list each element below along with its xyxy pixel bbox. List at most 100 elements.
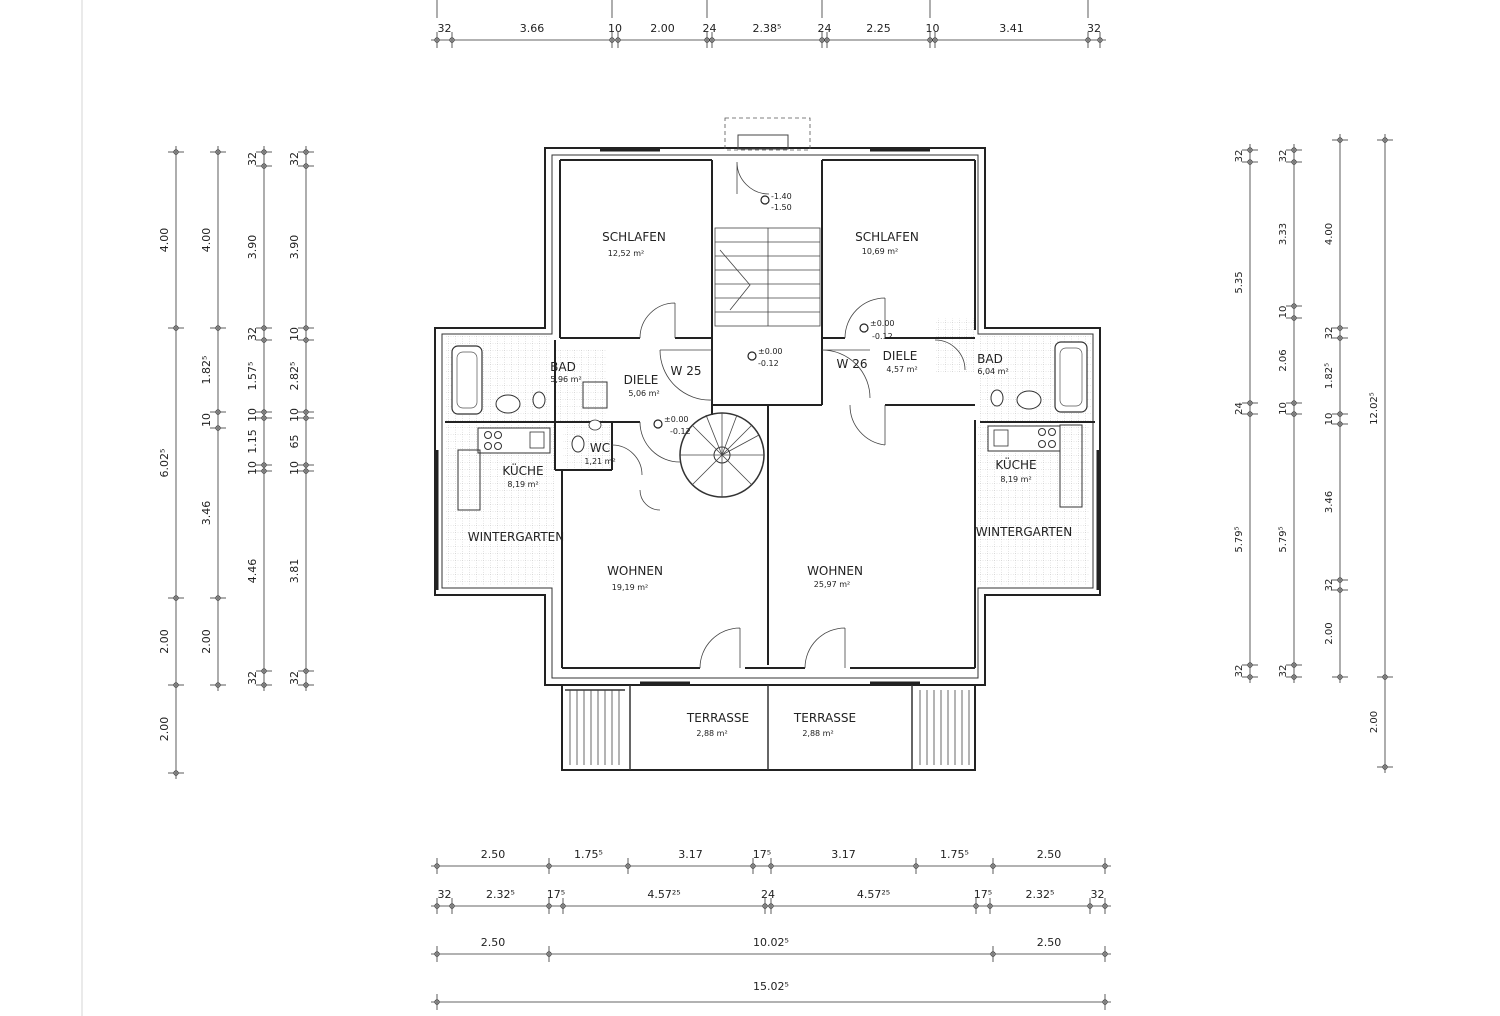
dimension-label: 10	[200, 413, 213, 427]
building	[434, 117, 1101, 771]
shaft-left	[582, 381, 608, 409]
dimension-label: 12.02⁵	[1369, 392, 1380, 425]
room-area: 6,04 m²	[977, 367, 1008, 376]
room-name: TERRASSE	[686, 711, 749, 725]
level-value: -0.12	[670, 427, 691, 436]
dimension-label: 2.06	[1278, 349, 1289, 371]
stair-upper	[714, 227, 821, 327]
unit-label: W 25	[671, 364, 702, 378]
dimension-label: 3.17	[831, 848, 856, 861]
room-name: WC	[590, 441, 610, 455]
toilet-right	[990, 389, 1004, 407]
dimension-label: 3.90	[246, 235, 259, 260]
dimension-label: 2.50	[1037, 848, 1062, 861]
dimension-label: 10	[288, 461, 301, 475]
room-name: WINTERGARTEN	[976, 525, 1073, 539]
dimension-label: 32	[246, 327, 259, 341]
dimension-label: 3.33	[1278, 223, 1289, 245]
dimension-label: 32	[288, 152, 301, 166]
room-name: KÜCHE	[502, 462, 543, 478]
dimension-label: 4.57²⁵	[647, 888, 680, 901]
dimension-label: 10	[288, 408, 301, 422]
room-area: 1,21 m²	[584, 457, 615, 466]
dimension-label: 3.81	[288, 559, 301, 584]
dimension-label: 3.41	[999, 22, 1024, 35]
dimension-label: 3.46	[200, 501, 213, 526]
level-value: -0.12	[758, 359, 779, 368]
dimension-label: 2.00	[158, 717, 171, 742]
dimension-label: 10.02⁵	[753, 936, 789, 949]
dimension-label: 4.00	[158, 228, 171, 253]
chimney	[737, 134, 789, 150]
dimension-label: 2.00	[650, 22, 675, 35]
room-name: SCHLAFEN	[602, 230, 666, 244]
dimension-label: 2.50	[481, 936, 506, 949]
door-swings	[611, 161, 966, 669]
dimension-label: 17⁵	[753, 848, 771, 861]
sink-right	[1016, 390, 1042, 410]
spiral-staircase	[679, 412, 765, 498]
dimension-label: 1.82⁵	[1324, 363, 1335, 389]
room-name: TERRASSE	[793, 711, 856, 725]
outer-wall-inner	[441, 154, 1094, 679]
dimension-label: 1.57⁵	[246, 362, 259, 391]
room-area: 2,88 m²	[802, 729, 833, 738]
dimension-label: 1.15	[246, 429, 259, 454]
level-markers	[653, 195, 869, 429]
dimension-label: 10	[926, 22, 940, 35]
unit-label: W 26	[837, 357, 868, 371]
room-area: 25,97 m²	[814, 580, 850, 589]
dimension-label: 5.35	[1234, 271, 1245, 293]
dimension-label: 2.38⁵	[753, 22, 782, 35]
dimension-label: 17⁵	[547, 888, 565, 901]
dimension-label: 32	[1324, 579, 1335, 592]
toilet-left	[532, 391, 546, 409]
room-area: 4,57 m²	[886, 365, 917, 374]
kueche-wintergarten-right-tiles	[978, 425, 1090, 585]
windows	[435, 148, 1100, 685]
level-value: -0.12	[872, 332, 893, 341]
room-name: WINTERGARTEN	[468, 530, 565, 544]
dimension-label: 10	[288, 327, 301, 341]
dimension-label: 15.02⁵	[753, 980, 789, 993]
room-area: 12,52 m²	[608, 249, 644, 258]
dimension-label: 32	[246, 152, 259, 166]
dimension-label: 5.79⁵	[1234, 526, 1245, 552]
dimension-label: 6.02⁵	[158, 449, 171, 478]
dimension-label: 1.75⁵	[574, 848, 603, 861]
dimension-label: 2.00	[200, 629, 213, 654]
dimension-label: 32	[438, 22, 452, 35]
room-name: WOHNEN	[807, 564, 863, 578]
dimension-label: 3.17	[678, 848, 703, 861]
terrace	[561, 685, 976, 771]
bad-left-tiles-2	[555, 350, 607, 422]
wc-tiles	[563, 425, 613, 470]
entry-canopy	[724, 117, 811, 151]
dimension-label: 32	[1278, 150, 1289, 163]
room-name: DIELE	[883, 349, 918, 363]
level-value: ±0.00	[870, 319, 895, 328]
dimension-label: 10	[608, 22, 622, 35]
room-area: 8,19 m²	[507, 480, 538, 489]
room-name: DIELE	[624, 373, 659, 387]
dimension-label: 10	[1324, 413, 1335, 426]
dimension-label: 32	[246, 671, 259, 685]
dimension-label: 3.66	[520, 22, 545, 35]
room-area: 19,19 m²	[612, 583, 648, 592]
dimension-label: 2.50	[1037, 936, 1062, 949]
room-name: SCHLAFEN	[855, 230, 919, 244]
outer-wall	[434, 147, 1101, 686]
dimension-label: 24	[703, 22, 717, 35]
room-area: 2,88 m²	[696, 729, 727, 738]
dimension-label: 5.79⁵	[1278, 526, 1289, 552]
dimension-label: 32	[1278, 665, 1289, 678]
dimension-label: 24	[761, 888, 775, 901]
level-value: -1.40	[771, 192, 792, 201]
bathtub-right	[1054, 341, 1088, 413]
dimension-label: 32	[438, 888, 452, 901]
dimension-label: 3.90	[288, 235, 301, 260]
dimension-label: 3.46	[1324, 491, 1335, 513]
dimension-label: 4.57²⁵	[857, 888, 890, 901]
dimension-label: 1.75⁵	[940, 848, 969, 861]
room-labels: SCHLAFEN 12,52 m² SCHLAFEN 10,69 m² BAD …	[468, 192, 1073, 738]
